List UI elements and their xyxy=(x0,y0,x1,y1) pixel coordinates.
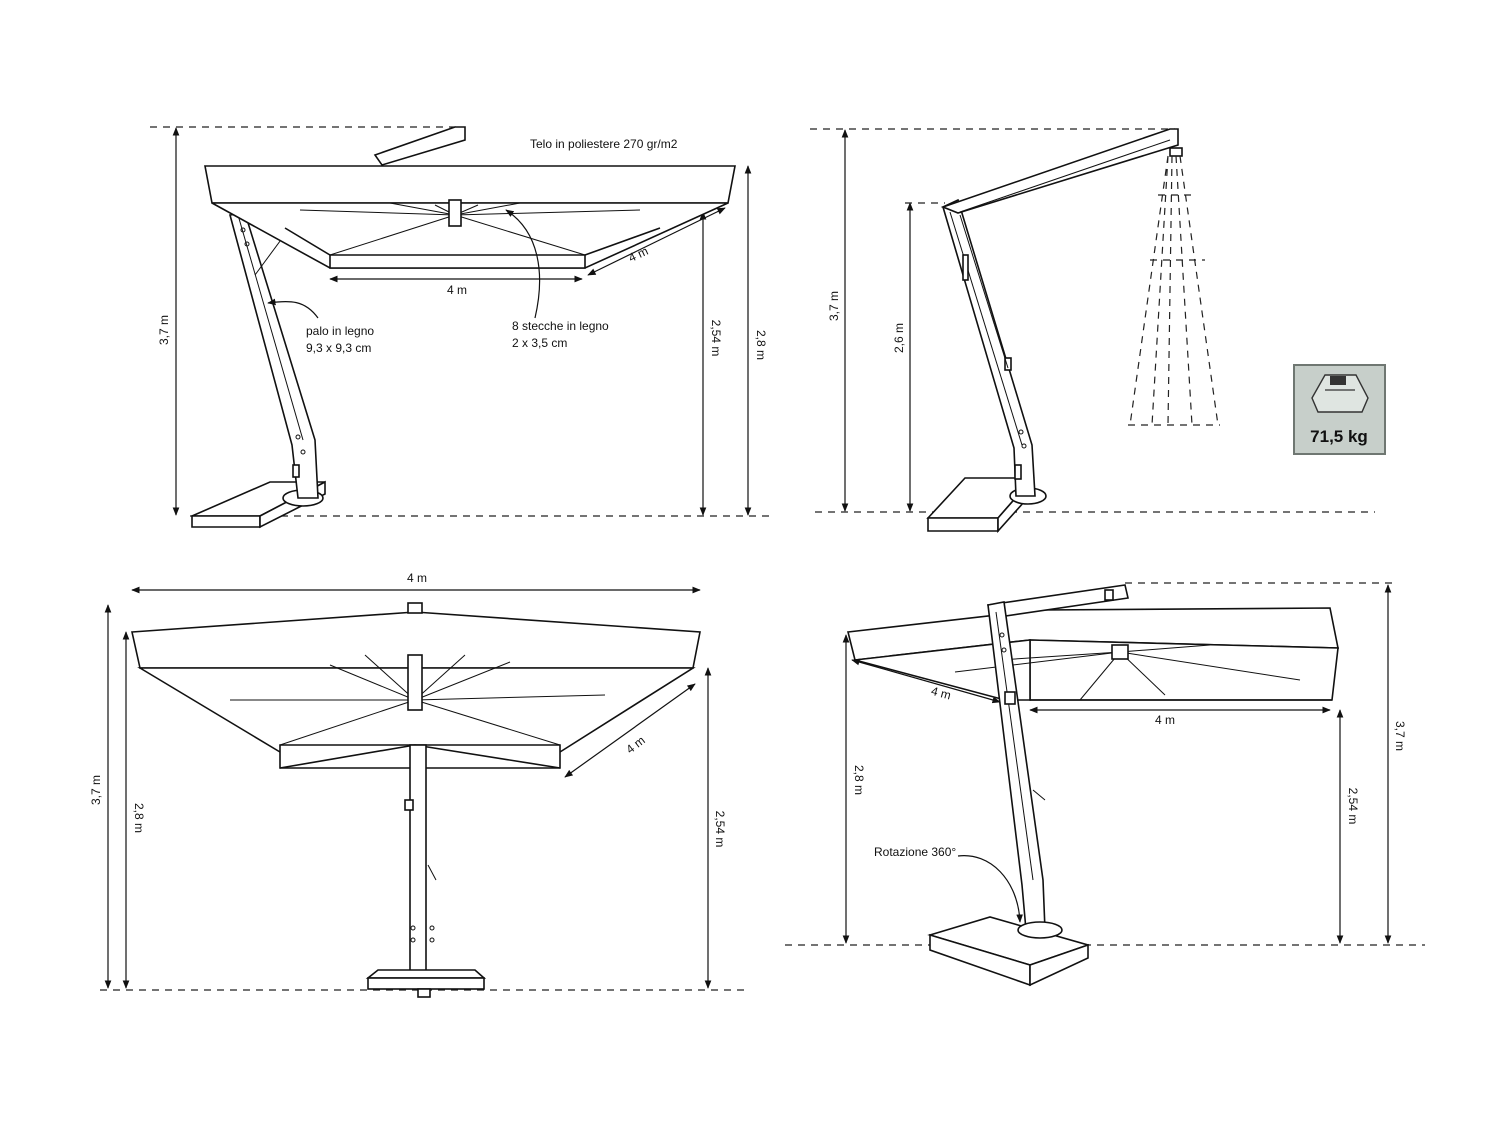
back-total-height: 3,7 m xyxy=(1393,721,1407,751)
ribs-label-line1: 8 stecche in legno xyxy=(512,319,609,333)
profile-arm-height: 2,6 m xyxy=(892,323,906,353)
back-width-right: 4 m xyxy=(1155,713,1175,727)
profile-view: 3,7 m 2,6 m 71,5 kg xyxy=(810,128,1386,534)
profile-total-height: 3,7 m xyxy=(827,291,841,321)
weight-value: 71,5 kg xyxy=(1310,427,1368,446)
side-canopy-edge-height: 2,8 m xyxy=(754,330,768,360)
front-clearance-height: 2,54 m xyxy=(713,811,727,848)
front-canopy-edge-height: 2,8 m xyxy=(132,803,146,833)
back-clearance-height: 2,54 m xyxy=(1346,788,1360,825)
back-view: 2,8 m 2,54 m 3,7 m 4 m 4 m xyxy=(785,582,1425,987)
front-view: 4 m 3,7 m 2,8 m 2,54 m 4 xyxy=(89,571,745,998)
rotation-label: Rotazione 360° xyxy=(874,845,956,859)
back-canopy-edge-height: 2,8 m xyxy=(852,765,866,795)
front-total-height: 3,7 m xyxy=(89,775,103,805)
side-view: 3,7 m 2,54 m 2,8 m xyxy=(150,126,770,529)
front-width: 4 m xyxy=(407,571,427,585)
pole-label-line2: 9,3 x 9,3 cm xyxy=(306,341,371,355)
side-width-front: 4 m xyxy=(447,283,467,297)
side-total-height: 3,7 m xyxy=(157,315,171,345)
ribs-label-line2: 2 x 3,5 cm xyxy=(512,336,567,350)
pole-label-line1: palo in legno xyxy=(306,324,374,338)
canopy-fabric-label: Telo in poliestere 270 gr/m2 xyxy=(530,137,678,151)
side-clearance-height: 2,54 m xyxy=(709,320,723,357)
back-width-left: 4 m xyxy=(930,684,953,703)
front-depth: 4 m xyxy=(623,733,647,756)
ballast-icon xyxy=(1311,374,1369,413)
